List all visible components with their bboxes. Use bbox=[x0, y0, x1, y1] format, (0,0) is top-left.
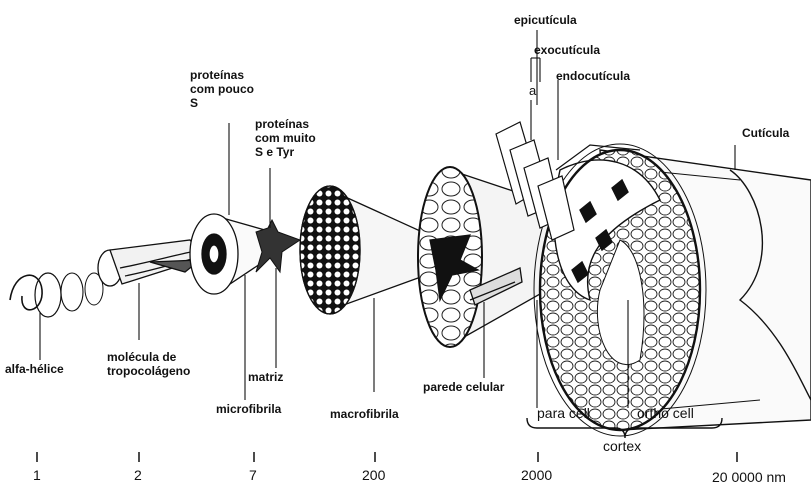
label-parede-celular: parede celular bbox=[423, 380, 504, 394]
label-para-cell: para cell bbox=[537, 405, 590, 421]
label-cortex: cortex bbox=[603, 438, 641, 454]
label-alfa-helice: alfa-hélice bbox=[5, 362, 64, 376]
label-proteinas-pouco-s: proteínas com pouco S bbox=[190, 68, 254, 110]
scale-label-2000: 2000 bbox=[521, 467, 552, 483]
label-matriz: matriz bbox=[248, 370, 283, 384]
label-proteinas-muito-s-tyr: proteínas com muito S e Tyr bbox=[255, 117, 316, 159]
matrix-drawing bbox=[256, 220, 300, 272]
label-epicuticula: epicutícula bbox=[514, 13, 577, 27]
tropocollagen-drawing bbox=[98, 240, 204, 286]
scale-label-20000-nm: 20 0000 nm bbox=[712, 469, 786, 485]
label-ortho-cell: ortho cell bbox=[637, 405, 694, 421]
alpha-helix-drawing bbox=[10, 273, 103, 317]
label-exocuticula: exocutícula bbox=[534, 43, 600, 57]
scale-label-1: 1 bbox=[33, 467, 41, 483]
label-tropocolageno: molécula de tropocolágeno bbox=[107, 350, 190, 378]
label-a: a bbox=[529, 84, 536, 98]
hair-fiber-drawing bbox=[534, 144, 811, 436]
scale-label-7: 7 bbox=[249, 467, 257, 483]
label-cuticula: Cutícula bbox=[742, 126, 789, 140]
scale-label-2: 2 bbox=[134, 467, 142, 483]
label-microfibrila: microfibrila bbox=[216, 402, 281, 416]
label-endocuticula: endocutícula bbox=[556, 69, 630, 83]
label-macrofibrila: macrofibrila bbox=[330, 407, 399, 421]
scale-label-200: 200 bbox=[362, 467, 385, 483]
